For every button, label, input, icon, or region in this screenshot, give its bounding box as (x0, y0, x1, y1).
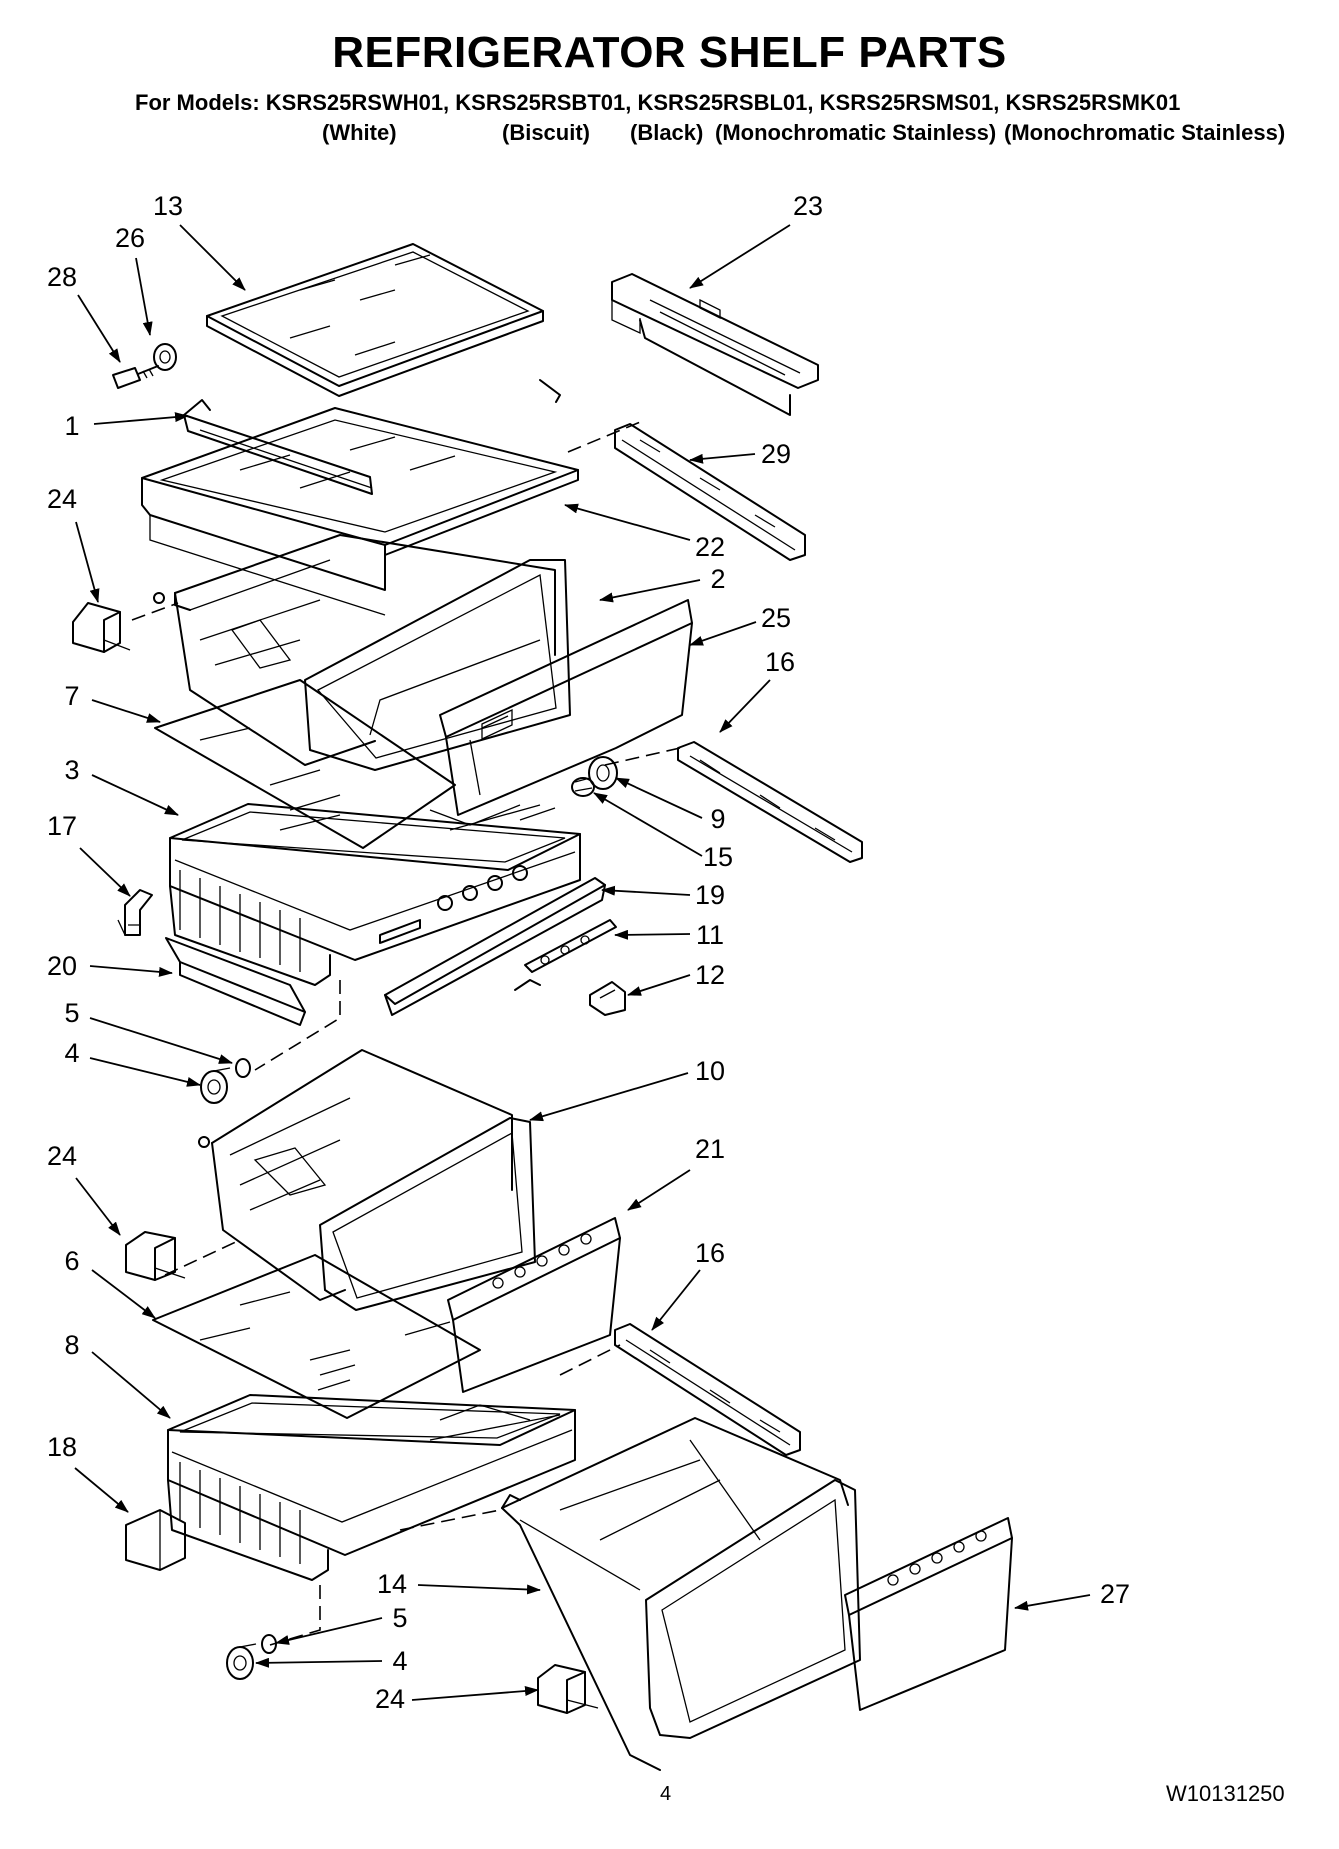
callout-24-top: 24 (47, 484, 77, 514)
part-2-crisper-drawer (153, 534, 571, 771)
alignment-lines (131, 419, 681, 1646)
leader-lines (74, 224, 1091, 1701)
part-9-roller (588, 756, 618, 790)
part-26-washer (153, 343, 177, 371)
callout-17: 17 (47, 811, 77, 841)
callout-3: 3 (64, 755, 79, 785)
part-6-glass (152, 1254, 481, 1419)
part-27-front-panel (844, 1517, 1013, 1711)
part-21-front-panel (447, 1217, 621, 1393)
variant-mono-stainless-ms: (Monochromatic Stainless) (715, 120, 997, 145)
callout-18: 18 (47, 1432, 77, 1462)
part-4-wheel-lower (226, 1643, 257, 1680)
part-28-screw (112, 365, 159, 389)
part-23-rail-assembly (611, 273, 819, 416)
page-title: REFRIGERATOR SHELF PARTS (332, 28, 1007, 77)
variant-biscuit: (Biscuit) (502, 120, 590, 145)
page-number: 4 (660, 1783, 672, 1805)
callout-7: 7 (64, 681, 79, 711)
callout-labels: 13 26 28 23 1 29 24 22 2 25 16 7 3 9 17 … (47, 191, 1130, 1714)
callout-27: 27 (1100, 1579, 1130, 1609)
callout-13: 13 (153, 191, 183, 221)
part-29-rail (614, 423, 806, 561)
callout-5-lower: 5 (392, 1603, 407, 1633)
part-22-crisper-cover (141, 407, 579, 616)
part-16-rail-upper (677, 741, 863, 863)
part-24-endcap-bottom (537, 1664, 599, 1714)
part-24-endcap-top (72, 602, 131, 653)
callout-24-bottom: 24 (375, 1684, 405, 1714)
part-5-bushing-upper (235, 1058, 251, 1078)
part-25-front-panel (439, 599, 693, 816)
callout-5-upper: 5 (64, 998, 79, 1028)
callout-29: 29 (761, 439, 791, 469)
models-line: For Models: KSRS25RSWH01, KSRS25RSBT01, … (135, 90, 1181, 115)
callout-23: 23 (793, 191, 823, 221)
callout-9: 9 (710, 804, 725, 834)
part-20-deflector (165, 937, 306, 1026)
callout-24-middle: 24 (47, 1141, 77, 1171)
part-1-bracket (183, 399, 373, 495)
callout-10: 10 (695, 1056, 725, 1086)
callout-1: 1 (64, 411, 79, 441)
part-14-drawer (501, 1417, 861, 1771)
callout-25: 25 (761, 603, 791, 633)
callout-22: 22 (695, 532, 725, 562)
part-3-frame (169, 803, 581, 986)
callout-28: 28 (47, 262, 77, 292)
variant-black: (Black) (630, 120, 704, 145)
part-16-rail-lower (614, 1323, 801, 1456)
callout-19: 19 (695, 880, 725, 910)
callout-11: 11 (696, 920, 724, 950)
callout-20: 20 (47, 951, 77, 981)
callout-26: 26 (115, 223, 145, 253)
callout-15: 15 (703, 842, 733, 872)
callout-4-upper: 4 (64, 1038, 79, 1068)
variant-mono-stainless-mk: (Monochromatic Stainless) (1004, 120, 1286, 145)
part-17-clip (117, 889, 153, 936)
part-11-lever (514, 919, 617, 991)
callout-6: 6 (64, 1246, 79, 1276)
part-24-endcap-middle (125, 1231, 186, 1281)
callout-12: 12 (695, 960, 725, 990)
callout-8: 8 (64, 1330, 79, 1360)
callout-2: 2 (710, 564, 725, 594)
part-8-frame (167, 1394, 576, 1581)
part-15-axle (571, 777, 595, 797)
part-4-wheel-upper (200, 1067, 231, 1104)
document-number: W10131250 (1166, 1781, 1285, 1806)
part-12-knob (589, 981, 626, 1016)
part-18-end-cover (125, 1509, 186, 1571)
part-19-trim-strip (384, 877, 606, 1016)
callout-14: 14 (377, 1569, 407, 1599)
callout-4-lower: 4 (392, 1646, 407, 1676)
callout-16-lower: 16 (695, 1238, 725, 1268)
callout-16-upper: 16 (765, 647, 795, 677)
variant-white: (White) (322, 120, 397, 145)
part-10-crisper-drawer (198, 1049, 536, 1311)
part-13-glass-shelf (206, 243, 561, 403)
callout-21: 21 (695, 1134, 725, 1164)
